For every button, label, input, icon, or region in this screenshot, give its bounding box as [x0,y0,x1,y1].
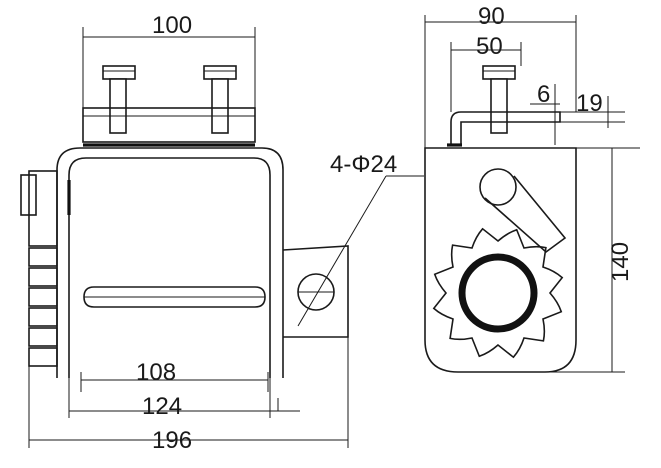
left-side-block [20,170,71,367]
dim-bottom-108: 108 [80,359,269,392]
dim-side-90: 90 [424,3,577,148]
drum-ring [458,253,538,333]
dim-19-label: 19 [576,90,603,117]
dim-50-label: 50 [476,33,503,60]
dim-140-label: 140 [607,242,634,282]
dim-100-label: 100 [152,12,192,39]
dim-hole-leader: 4-Φ24 [297,151,424,327]
dim-108-label: 108 [136,359,176,386]
clamp-plate [82,107,256,143]
right-lug [282,245,349,338]
dim-90-label: 90 [478,3,505,30]
front-view [20,65,349,378]
side-bolt [482,65,516,134]
dim-side-50: 50 [450,33,522,112]
dim-6-label: 6 [537,81,550,108]
top-bolt-right [203,65,237,134]
dim-bottom-196: 196 [28,337,349,454]
ratchet-gear [432,227,564,359]
dim-bottom-124: 124 [68,378,300,420]
side-pivot-hole [479,168,517,206]
slot [83,286,266,308]
bracket-outer [56,147,284,378]
side-clamp-flange [450,111,561,145]
dim-196-label: 196 [152,427,192,454]
hole-spec-label: 4-Φ24 [330,151,397,178]
top-bolt-left [102,65,136,134]
dim-side-140: 140 [545,147,640,373]
bracket-inner [68,157,271,378]
dim-124-label: 124 [142,393,182,420]
dim-top-100: 100 [82,12,256,108]
side-pawl-arm [484,175,567,254]
dim-side-small: 6 19 [521,81,625,145]
